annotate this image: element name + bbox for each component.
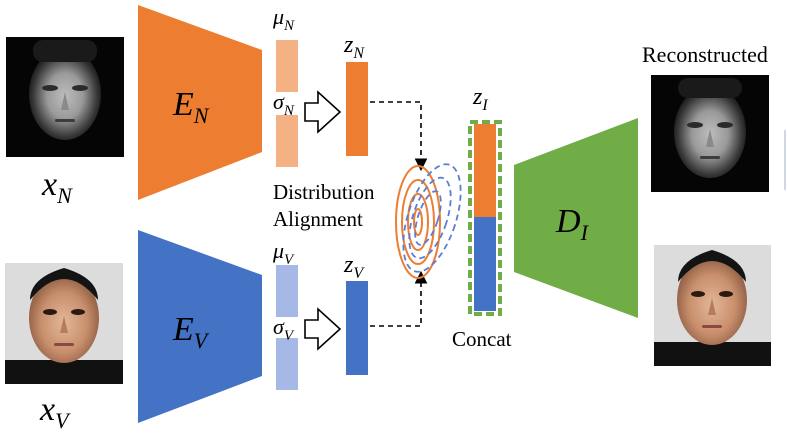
mu-v-label: μV bbox=[272, 238, 295, 268]
reconstructed-vis-image bbox=[654, 245, 771, 366]
mu-n-label: μN bbox=[272, 4, 295, 34]
connector-z-n bbox=[370, 101, 428, 172]
sigma-n-bar bbox=[276, 115, 298, 167]
z-v-label: zV bbox=[343, 252, 365, 282]
z-n-label: zN bbox=[343, 32, 365, 62]
sigma-v-bar bbox=[276, 338, 298, 390]
mu-n-bar bbox=[276, 40, 298, 92]
decoder-trapezoid bbox=[514, 118, 638, 318]
sigma-v-label: σV bbox=[273, 314, 295, 344]
decoder-label: DI bbox=[555, 203, 590, 245]
z-v-bar bbox=[346, 281, 368, 375]
distribution-label-line1: Distribution bbox=[273, 180, 375, 204]
reconstructed-nir-image bbox=[651, 75, 769, 192]
mu-v-bar bbox=[276, 265, 298, 317]
concat-label: Concat bbox=[452, 327, 512, 351]
sigma-n-label: σN bbox=[273, 89, 295, 119]
vis-input-image bbox=[5, 263, 123, 384]
reconstructed-label: Reconstructed bbox=[642, 42, 768, 67]
encoder-n-trapezoid bbox=[138, 5, 262, 200]
distribution-alignment-graphic bbox=[395, 163, 462, 279]
encoder-v-label: EV bbox=[172, 311, 210, 353]
encoder-v-trapezoid bbox=[138, 230, 262, 423]
concat-border bbox=[468, 120, 502, 316]
z-n-bar bbox=[346, 62, 368, 156]
z-i-label: zI bbox=[472, 84, 488, 114]
z-i-vis-part bbox=[474, 217, 496, 311]
encoder-n-label: EN bbox=[172, 86, 210, 128]
nir-input-image bbox=[6, 37, 124, 157]
x-n-label: xN bbox=[41, 166, 73, 208]
reparam-arrow-v bbox=[304, 307, 342, 351]
z-i-nir-part bbox=[474, 124, 496, 217]
distribution-label-line2: Alignment bbox=[273, 207, 363, 231]
connector-z-v bbox=[370, 270, 428, 327]
x-v-label: xV bbox=[39, 391, 71, 433]
reparam-arrow-n bbox=[304, 90, 342, 134]
